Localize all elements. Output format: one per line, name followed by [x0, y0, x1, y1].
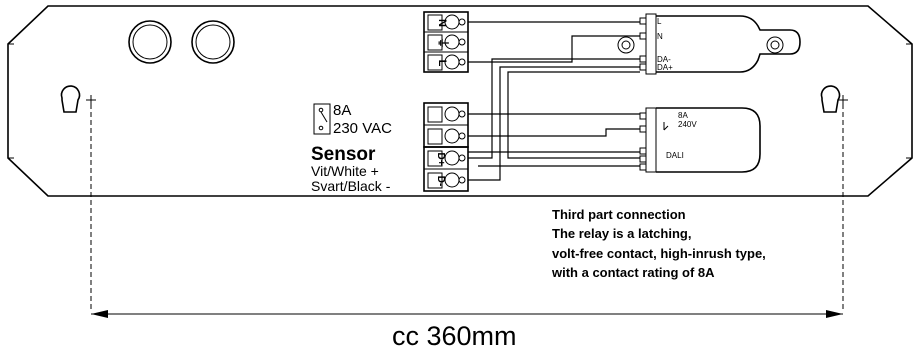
terminal-label-earth: ⏚: [436, 37, 450, 49]
sensor-wire-black: Svart/Black -: [311, 178, 391, 194]
driver-label-l: L: [657, 17, 662, 26]
driver-label-da-plus: DA+: [657, 63, 673, 72]
wiring: [468, 21, 640, 181]
cable-hole-left: [128, 20, 172, 64]
driver-label-n: N: [657, 32, 663, 41]
sensor-wire-white: Vit/White +: [311, 163, 379, 179]
note-line-2: The relay is a latching,: [552, 226, 691, 241]
cable-hole-right: [191, 20, 235, 64]
terminal-label-d-plus: D+: [435, 152, 446, 165]
led-driver-top: [617, 13, 801, 75]
module-label-240v: 240V: [678, 120, 697, 129]
note-line-1: Third part connection: [552, 207, 686, 222]
driver-label-da-minus: DA-: [657, 55, 671, 64]
terminal-label-d-minus: D-: [435, 176, 446, 187]
relay-voltage-label: 230 VAC: [333, 120, 392, 137]
terminal-block-relay: [423, 102, 469, 148]
terminal-block-sensor: [423, 146, 469, 192]
terminal-block-power: [423, 11, 469, 73]
keyhole-slot-right: [820, 85, 848, 113]
module-label-dali: DALI: [666, 151, 684, 160]
keyhole-slot-left: [60, 85, 96, 113]
dimension-arrow: [91, 310, 843, 318]
relay-dali-module: [639, 107, 761, 173]
mounting-plate: [7, 5, 913, 197]
relay-symbol: [313, 103, 331, 135]
module-label-8a: 8A: [678, 111, 688, 120]
relay-current-label: 8A: [333, 102, 351, 119]
note-line-3: volt-free contact, high-inrush type,: [552, 246, 766, 261]
note-line-4: with a contact rating of 8A: [551, 265, 715, 280]
terminal-label-n: N: [436, 19, 448, 27]
terminal-label-l: L: [436, 60, 448, 67]
sensor-title: Sensor: [311, 144, 376, 165]
dimension-label: cc 360mm: [392, 321, 517, 347]
